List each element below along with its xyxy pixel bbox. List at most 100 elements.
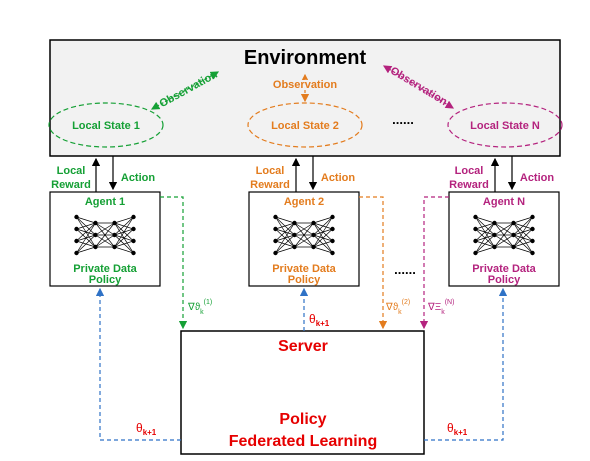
local-state-1-label: Local State 1 [72, 120, 140, 132]
network-node [311, 244, 316, 250]
network-node [112, 232, 117, 238]
network-node [273, 238, 278, 244]
network-edge [513, 216, 533, 248]
network-node [273, 226, 278, 232]
network-edge [513, 216, 533, 236]
network-node [330, 226, 335, 232]
agent-1-box [49, 191, 161, 287]
network-edge [76, 222, 96, 230]
network-node [131, 238, 136, 244]
network-edge [313, 228, 333, 248]
network-edge [275, 246, 295, 254]
network-edge [114, 246, 134, 254]
environment-title: Environment [244, 47, 367, 69]
observation-label-center: Observation [273, 79, 337, 91]
network-node [292, 220, 297, 226]
network-edge [114, 216, 134, 248]
network-edge [313, 216, 333, 224]
agent-n-action-label: Action [520, 172, 555, 184]
network-node [511, 244, 516, 250]
network-edge [95, 222, 115, 248]
observation-arrow-left [150, 71, 220, 110]
network-node [473, 238, 478, 244]
agent-n-reward-label: Reward [449, 179, 489, 191]
local-state-n-label: Local State N [470, 120, 540, 132]
network-node [511, 220, 516, 226]
network-edge [494, 222, 514, 248]
agent-2-reward-label: Reward [250, 179, 290, 191]
network-node [112, 244, 117, 250]
network-edge [76, 222, 96, 242]
theta-arrow-agent-1 [95, 287, 181, 441]
network-edge [513, 246, 533, 254]
network-node [112, 220, 117, 226]
neural-network-icon [74, 214, 136, 256]
agent-n-box [448, 191, 560, 287]
network-node [330, 250, 335, 256]
network-node [473, 214, 478, 220]
network-node [530, 238, 535, 244]
network-node [492, 244, 497, 250]
network-node [131, 226, 136, 232]
network-edge [475, 216, 495, 224]
server-title: Server [278, 338, 328, 355]
agent-2-action-label: Action [321, 172, 356, 184]
network-edge [76, 222, 96, 254]
network-node [93, 244, 98, 250]
network-edge [475, 246, 495, 254]
theta-arrow-agent-n [424, 287, 508, 441]
network-node [511, 232, 516, 238]
network-edge [275, 222, 295, 254]
network-edge [76, 234, 96, 254]
agent-2-name: Agent 2 [284, 196, 324, 208]
network-node [273, 250, 278, 256]
agent-n-local-label: Local [455, 165, 484, 177]
theta-label-left: θk+1 [136, 421, 157, 437]
network-node [131, 214, 136, 220]
network-edge [76, 216, 96, 224]
agent-n-name: Agent N [483, 196, 525, 208]
network-edge [114, 228, 134, 248]
network-edge [294, 222, 314, 248]
agent-n-private-data: Private Data [472, 263, 536, 275]
env-ellipsis: ...... [392, 112, 414, 127]
local-state-2-ellipse [247, 102, 363, 148]
network-edge [494, 222, 514, 236]
network-edge [313, 216, 333, 248]
network-edge [114, 216, 134, 224]
agents-ellipsis: ...... [394, 262, 416, 277]
network-edge [313, 216, 333, 236]
network-edge [494, 234, 514, 248]
network-edge [513, 240, 533, 248]
network-edge [294, 234, 314, 248]
network-node [74, 250, 79, 256]
observation-arrow-right [382, 65, 455, 109]
network-node [93, 232, 98, 238]
network-edge [95, 234, 115, 248]
network-edge [475, 222, 495, 242]
network-node [530, 214, 535, 220]
network-edge [275, 234, 295, 254]
network-node [530, 226, 535, 232]
network-edge [313, 246, 333, 254]
agent-2-local-label: Local [256, 165, 285, 177]
local-state-n-ellipse [447, 102, 563, 148]
network-node [492, 220, 497, 226]
network-node [93, 220, 98, 226]
network-edge [313, 240, 333, 248]
network-node [330, 238, 335, 244]
gradient-path-agent-n [419, 196, 449, 330]
network-node [473, 226, 478, 232]
network-node [292, 232, 297, 238]
gradient-label-agent-2: ∇ϑk(2) [385, 299, 410, 316]
network-node [74, 238, 79, 244]
agent-n-policy: Policy [488, 274, 521, 286]
network-node [530, 250, 535, 256]
agent-1-reward-label: Reward [51, 179, 91, 191]
server-federated-learning: Federated Learning [229, 433, 377, 450]
network-edge [114, 216, 134, 236]
local-state-1-ellipse [48, 102, 164, 148]
theta-label-center: θk+1 [309, 312, 330, 328]
gradient-path-agent-2 [359, 196, 388, 330]
network-node [131, 250, 136, 256]
